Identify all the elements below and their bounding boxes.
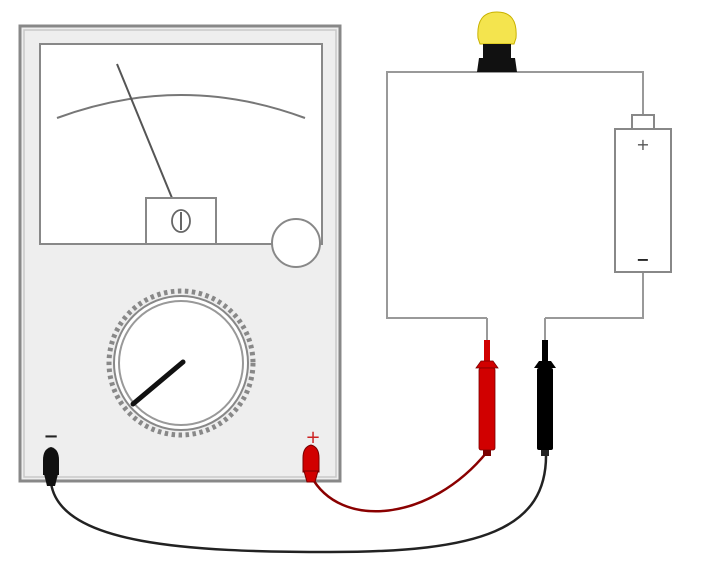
- meter-scale-arc: [56, 94, 306, 119]
- battery-negative-sign: −: [636, 250, 649, 269]
- test-circuit: + −: [386, 11, 672, 355]
- light-bulb: [477, 11, 517, 72]
- bulb-neck: [483, 44, 511, 58]
- negative-clip-body: [43, 447, 59, 475]
- meter-negative-sign: −: [43, 426, 58, 447]
- black-probe-guard: [534, 361, 556, 368]
- bulb-base: [477, 58, 517, 72]
- negative-clip-tip: [44, 474, 58, 486]
- positive-clip-tip: [303, 470, 319, 483]
- positive-terminal-clip[interactable]: [302, 444, 320, 483]
- negative-terminal-clip[interactable]: [43, 447, 59, 486]
- adjust-knob[interactable]: [271, 218, 321, 268]
- positive-clip-body: [302, 444, 320, 473]
- red-probe-boot: [483, 450, 491, 456]
- red-test-lead-wire: [309, 451, 488, 513]
- multimeter-face-inner-border: [23, 29, 337, 478]
- battery-cell: [614, 128, 672, 273]
- dial-pointer: [130, 359, 186, 407]
- battery: + −: [614, 114, 672, 273]
- battery-positive-sign: +: [636, 135, 649, 154]
- black-probe-boot: [541, 450, 549, 456]
- black-probe[interactable]: [534, 340, 556, 456]
- black-test-lead-wire: [49, 451, 548, 554]
- battery-terminal-cap: [631, 114, 655, 130]
- meter-positive-sign: +: [305, 427, 320, 448]
- red-probe-handle: [478, 367, 496, 451]
- bulb-glass: [477, 11, 517, 45]
- analog-multimeter: − +: [18, 24, 342, 483]
- red-probe-tip: [484, 340, 490, 364]
- black-probe-tip: [542, 340, 548, 364]
- meter-needle: [116, 63, 173, 199]
- red-probe-guard: [475, 360, 499, 369]
- black-probe-handle: [537, 368, 553, 450]
- red-probe[interactable]: [475, 340, 499, 456]
- range-selector-dial[interactable]: [106, 288, 256, 438]
- circuit-wire-left: [386, 71, 644, 319]
- circuit-wire-right: [545, 272, 644, 319]
